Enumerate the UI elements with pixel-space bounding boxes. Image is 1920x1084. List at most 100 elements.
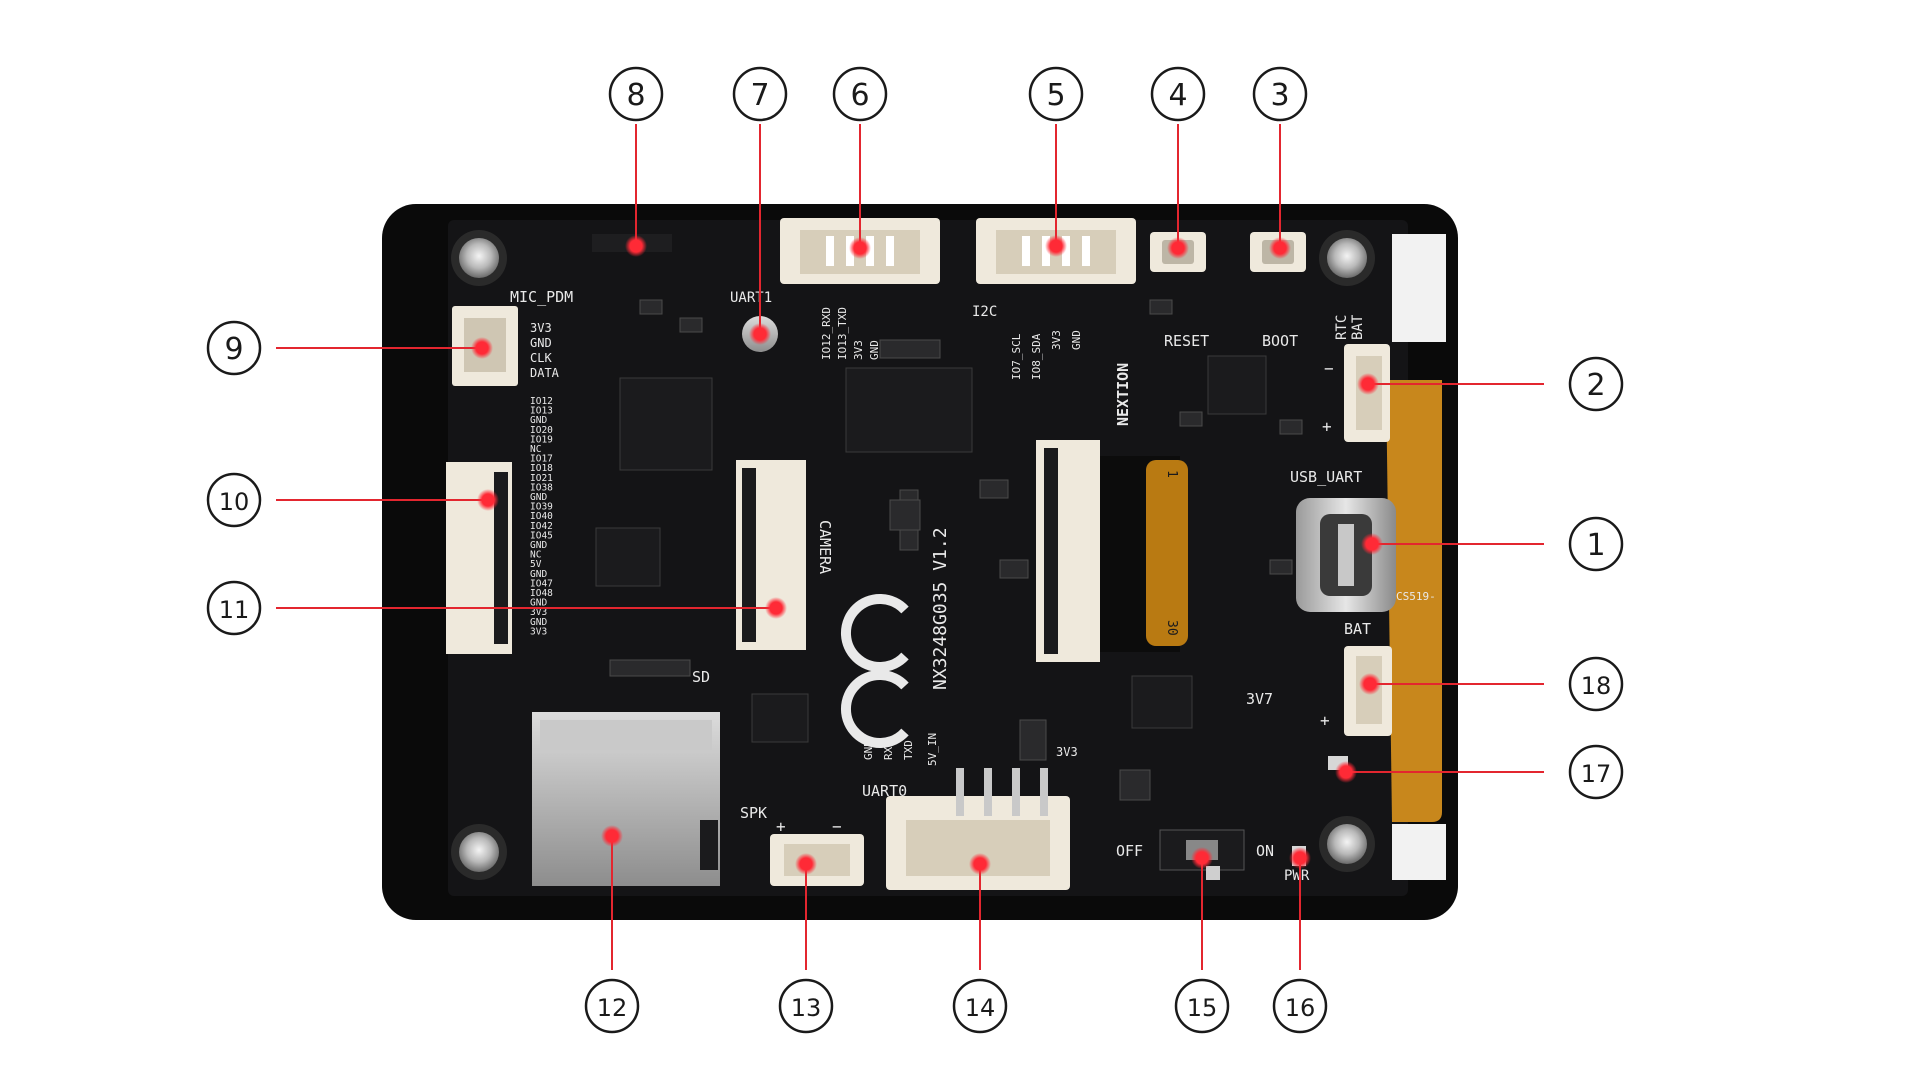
marker-1 [1361,533,1383,555]
uart1-pin-labels: IO12_RXD IO13_TXD 3V3 GND [820,307,881,360]
svg-text:18: 18 [1581,672,1612,700]
spk-label: SPK [740,804,767,822]
board-model: NX3248G035 V1.2 [930,527,951,690]
i2c-pin-labels: IO7_SCL IO8_SDA 3V3 GND [1010,330,1083,380]
mic-pin-label: GND [530,336,552,350]
marker-12 [601,825,623,847]
mcu-chip [619,377,713,471]
marker-8 [625,235,647,257]
rtc-label: RTC [1334,315,1350,340]
callout-14: 14 [952,978,1008,1034]
io-pin-label: GND [530,540,547,551]
callout-12: 12 [584,978,640,1034]
io-pin-label: GND [530,617,547,628]
marker-9 [471,337,493,359]
marker-10 [477,489,499,511]
callout-1: 1 [1568,516,1624,572]
io-pin-label: IO21 [530,473,553,484]
i2c-pin-label: IO8_SDA [1030,333,1043,380]
uart1-pin-label: IO12_RXD [820,307,833,360]
marker-18 [1359,673,1381,695]
callout-13: 13 [778,978,834,1034]
io-pin-label: IO47 [530,578,553,589]
display-flex-cable [1386,380,1442,822]
pwr-label: PWR [1284,868,1310,884]
uart1-pin-label: GND [868,340,881,360]
flex-label: CS519- [1396,590,1436,603]
reset-label: RESET [1164,332,1209,350]
io-pin-label: GND [530,569,547,580]
spk-minus: − [832,817,842,836]
callout-4: 4 [1150,66,1206,122]
uart0-pin-label: 5V_IN [926,733,939,766]
io-pin-label: GND [530,415,547,426]
marker-2 [1357,373,1379,395]
marker-17 [1335,761,1357,783]
regulator-chip [595,527,661,587]
svg-text:3: 3 [1270,78,1289,113]
svg-text:6: 6 [850,78,869,113]
power-chip [1207,355,1267,415]
svg-text:16: 16 [1285,994,1316,1022]
passives [609,299,1303,801]
io-pin-list: IO12IO13GNDIO20IO19NCIO17IO18IO21IO38GND… [530,396,553,637]
marker-5 [1045,235,1067,257]
bat-label: BAT [1344,620,1371,638]
sd-label: SD [692,668,710,686]
io-pin-label: 5V [530,559,542,570]
callout-9: 9 [206,320,262,376]
svg-text:10: 10 [219,488,250,516]
svg-text:12: 12 [597,994,628,1022]
io-pin-label: IO45 [530,530,553,541]
bat-plus: + [1320,711,1330,730]
ce-mark [840,594,909,748]
io-pin-label: IO12 [530,396,553,407]
brand-logo: NEXTION [1114,363,1132,426]
marker-4 [1167,237,1189,259]
io-pin-label: IO17 [530,454,553,465]
uart1-pin-label: 3V3 [852,340,865,360]
marker-11 [765,597,787,619]
marker-16 [1289,847,1311,869]
svg-text:4: 4 [1168,78,1187,113]
callout-2: 2 [1568,356,1624,412]
svg-text:2: 2 [1586,368,1605,403]
callout-7: 7 [732,66,788,122]
i2c-pin-label: 3V3 [1050,330,1063,350]
spk-plus: + [776,817,786,836]
svg-text:11: 11 [219,596,250,624]
amp-chip [751,693,809,743]
bat-rtc-label: BAT [1350,314,1366,340]
io-pin-label: GND [530,492,547,503]
uart0-pin-labels: GND RXD TXD 5V_IN [862,733,939,766]
i2c-pin-label: GND [1070,330,1083,350]
svg-text:9: 9 [224,332,243,367]
io-pin-label: IO48 [530,588,553,599]
uart1-label: UART1 [730,290,772,306]
io-pin-label: IO13 [530,406,553,417]
mic-pdm-label: MIC_PDM [510,288,573,306]
camera-label: CAMERA [816,520,834,574]
mic-pin-label: CLK [530,351,552,365]
io-pin-label: IO40 [530,511,553,522]
on-label: ON [1256,842,1274,860]
rtc-plus: + [1322,417,1332,436]
uart0-pin-label: GND [862,740,875,760]
svg-text:7: 7 [750,78,769,113]
svg-text:17: 17 [1581,760,1612,788]
marker-14 [969,853,991,875]
svg-text:13: 13 [791,994,822,1022]
callout-18: 18 [1568,656,1624,712]
io-pin-label: 3V3 [530,626,547,637]
uart1-pin-label: IO13_TXD [836,307,849,360]
callout-10: 10 [206,472,262,528]
callout-lines [276,124,1544,970]
callout-5: 5 [1028,66,1084,122]
io-pin-label: GND [530,598,547,609]
io-pin-label: NC [530,550,541,561]
svg-text:5: 5 [1046,78,1065,113]
callout-17: 17 [1568,744,1624,800]
fpc-pin-30: 30 [1164,620,1179,636]
right-white-connector-top [1392,234,1446,342]
